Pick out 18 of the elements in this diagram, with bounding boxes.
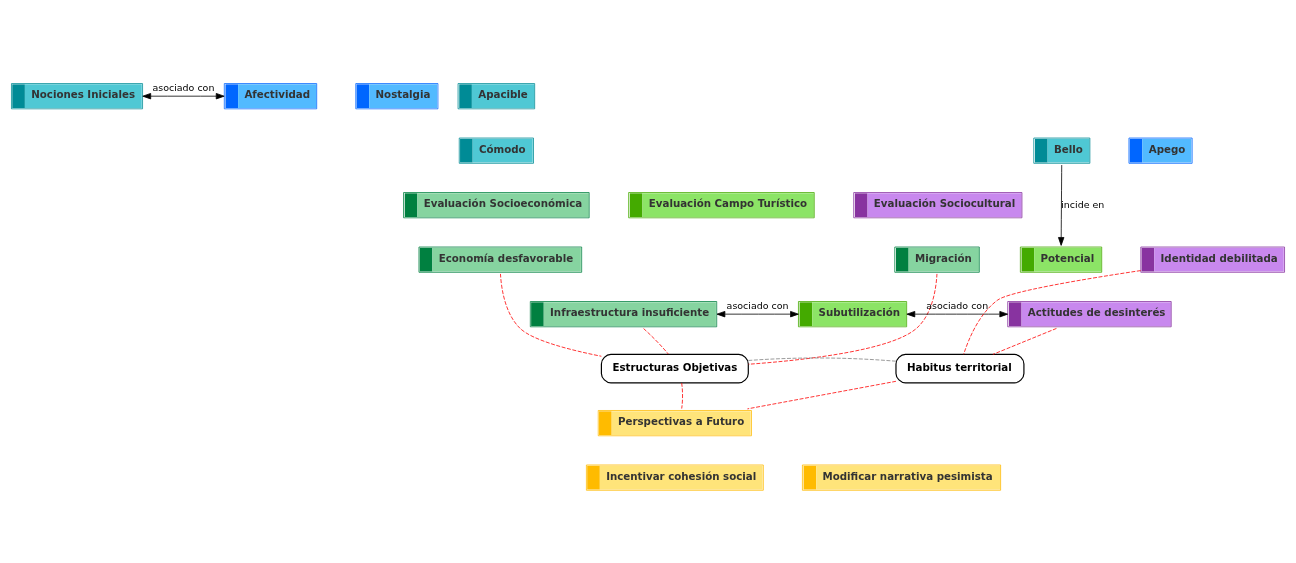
connector <box>681 382 683 409</box>
arrow <box>716 311 799 318</box>
node-box: Estructuras Objetivas <box>600 353 749 384</box>
edge-label: asociado con <box>152 82 215 94</box>
arrow <box>1058 164 1065 246</box>
connector <box>747 380 897 410</box>
connector <box>500 273 602 357</box>
edge-label: asociado con <box>926 300 989 312</box>
connector <box>643 328 669 355</box>
arrow <box>906 311 1009 318</box>
connector <box>992 328 1057 355</box>
connector <box>748 273 938 365</box>
connector <box>747 357 897 362</box>
node-box: Habitus territorial <box>895 353 1025 384</box>
edge-label: incide en <box>1061 198 1105 210</box>
connector <box>963 270 1142 355</box>
arrow <box>142 93 225 100</box>
edge-label: asociado con <box>726 300 789 312</box>
